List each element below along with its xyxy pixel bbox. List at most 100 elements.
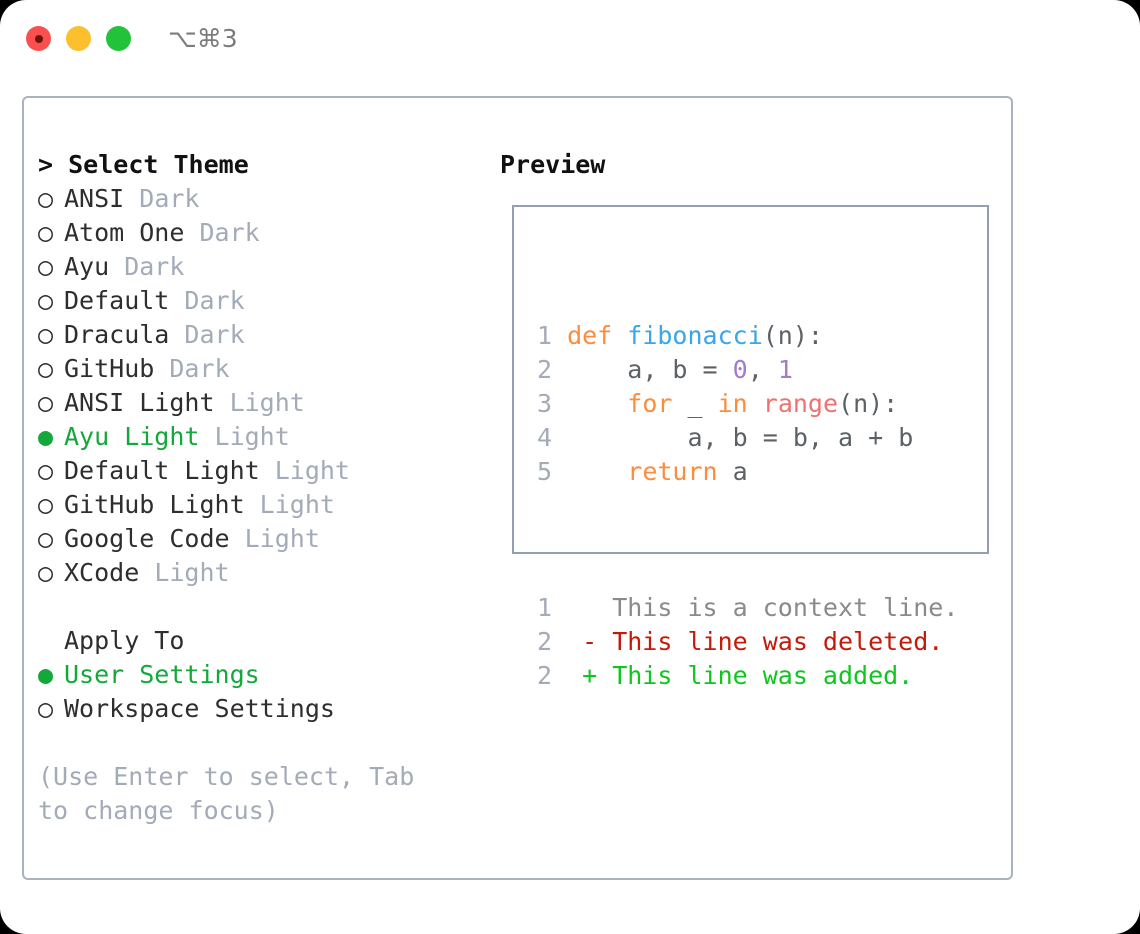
diff-line-text: + This line was added. — [552, 661, 914, 690]
diff-line-text: - This line was deleted. — [552, 627, 944, 656]
radio-selected-icon: ● — [38, 422, 54, 451]
radio-unselected-icon: ○ — [38, 354, 54, 383]
code-token-plain: _ — [672, 389, 718, 418]
radio-unselected-icon: ○ — [38, 524, 54, 553]
diff-line-added: 2 + This line was added. — [530, 659, 958, 693]
theme-option-xcode[interactable]: ○XCode Light — [38, 556, 468, 590]
apply-to-option-label: User Settings — [64, 660, 260, 689]
theme-option-category: Dark — [184, 218, 260, 247]
code-line-number: 3 — [536, 389, 552, 418]
diff-line-number: 1 — [536, 593, 552, 622]
code-token-fn: fibonacci — [627, 321, 763, 350]
radio-unselected-icon: ○ — [38, 456, 54, 485]
theme-option-label: ANSI Light — [64, 388, 215, 417]
code-token-plain — [748, 389, 763, 418]
apply-to-option-user-settings[interactable]: ● User Settings — [38, 658, 468, 692]
theme-option-atom-one[interactable]: ○Atom One Dark — [38, 216, 468, 250]
theme-option-category: Dark — [169, 286, 245, 315]
list-spacer — [38, 590, 468, 624]
prompt-caret-icon: > — [38, 150, 54, 179]
radio-selected-icon: ● — [38, 660, 54, 689]
theme-option-category: Light — [259, 456, 350, 485]
theme-option-default[interactable]: ○Default Dark — [38, 284, 468, 318]
theme-option-github[interactable]: ○ GitHub Dark — [38, 352, 468, 386]
code-line: 5 return a — [530, 455, 958, 489]
theme-option-label: Default Light — [64, 456, 260, 485]
code-line-number: 4 — [536, 423, 552, 452]
theme-option-list: ○ANSI Dark○Atom One Dark○Ayu Dark○Defaul… — [38, 182, 468, 590]
theme-picker-column: > Select Theme ○ANSI Dark○Atom One Dark○… — [38, 148, 468, 828]
theme-option-label: Default — [64, 286, 170, 315]
radio-unselected-icon: ○ — [38, 490, 54, 519]
theme-option-label: Google Code — [64, 524, 230, 553]
code-line: 3 for _ in range(n): — [530, 387, 958, 421]
code-token-plain: a — [717, 457, 748, 486]
code-line-number: 5 — [536, 457, 552, 486]
theme-option-dracula[interactable]: ○Dracula Dark — [38, 318, 468, 352]
code-token-plain: a, b = — [567, 355, 733, 384]
code-token-num: 0 — [732, 355, 748, 384]
code-token-num: 1 — [777, 355, 793, 384]
diff-line-deleted: 2 - This line was deleted. — [530, 625, 958, 659]
theme-option-label: Atom One — [64, 218, 185, 247]
code-token-kw: for — [627, 389, 673, 418]
theme-option-ayu[interactable]: ○ Ayu Dark — [38, 250, 468, 284]
diff-line-context: 1 This is a context line. — [530, 591, 958, 625]
code-token-kw: in — [717, 389, 748, 418]
preview-title: Preview — [500, 150, 606, 179]
radio-unselected-icon: ○ — [38, 252, 54, 281]
diff-line-list: 1 This is a context line.2 - This line w… — [530, 591, 958, 693]
code-line: 1 def fibonacci(n): — [530, 319, 958, 353]
theme-option-label: GitHub Light — [64, 490, 245, 519]
theme-option-category: Light — [214, 388, 305, 417]
diff-line-number: 2 — [536, 661, 552, 690]
theme-option-category: Light — [244, 490, 335, 519]
theme-option-default-light[interactable]: ○ Default Light Light — [38, 454, 468, 488]
code-token-plain: a, b = b, a + b — [567, 423, 914, 452]
theme-option-ayu-light[interactable]: ●Ayu Light Light — [38, 420, 468, 454]
code-line: 4 a, b = b, a + b — [530, 421, 958, 455]
code-line: 2 a, b = 0, 1 — [530, 353, 958, 387]
code-token-plain — [567, 389, 627, 418]
theme-option-category: Light — [139, 558, 230, 587]
radio-unselected-icon: ○ — [38, 388, 54, 417]
theme-option-category: Dark — [154, 354, 230, 383]
theme-option-category: Dark — [124, 184, 200, 213]
theme-option-google-code[interactable]: ○ Google Code Light — [38, 522, 468, 556]
radio-unselected-icon: ○ — [38, 320, 54, 349]
theme-option-label: XCode — [64, 558, 140, 587]
title-bar: ⌥⌘3 — [0, 0, 1140, 78]
keyboard-shortcut-label: ⌥⌘3 — [168, 24, 238, 53]
apply-to-option-label: Workspace Settings — [64, 694, 335, 723]
theme-option-label: GitHub — [64, 354, 155, 383]
theme-option-category: Light — [229, 524, 320, 553]
apply-to-option-list: ● User Settings ○ Workspace Settings — [38, 658, 468, 726]
minimize-button[interactable] — [66, 26, 91, 51]
theme-option-label: ANSI — [64, 184, 125, 213]
theme-option-github-light[interactable]: ○ GitHub Light Light — [38, 488, 468, 522]
code-token-plain: , — [747, 355, 778, 384]
apply-to-option-workspace-settings[interactable]: ○ Workspace Settings — [38, 692, 468, 726]
code-token-kw: return — [627, 457, 718, 486]
theme-option-category: Dark — [109, 252, 185, 281]
close-button[interactable] — [26, 26, 51, 51]
radio-unselected-icon: ○ — [38, 694, 54, 723]
theme-option-label: Ayu Light — [64, 422, 200, 451]
diff-line-text: This is a context line. — [552, 593, 959, 622]
theme-option-ansi[interactable]: ○ANSI Dark — [38, 182, 468, 216]
apply-to-heading-text: Apply To — [64, 626, 185, 655]
code-token-plain — [567, 457, 627, 486]
code-token-plain: (n): — [838, 389, 899, 418]
code-line-number: 2 — [536, 355, 552, 384]
zoom-button[interactable] — [106, 26, 131, 51]
code-token-plain: (n): — [762, 321, 823, 350]
theme-option-ansi-light[interactable]: ○ ANSI Light Light — [38, 386, 468, 420]
theme-option-label: Ayu — [64, 252, 110, 281]
preview-column: Preview 1 def fibonacci(n):2 a, b = 0, 1… — [500, 148, 1000, 690]
traffic-light-group — [26, 26, 131, 51]
section-title-text: Select Theme — [68, 150, 249, 179]
diff-line-number: 2 — [536, 627, 552, 656]
select-theme-title: > Select Theme — [38, 148, 468, 182]
